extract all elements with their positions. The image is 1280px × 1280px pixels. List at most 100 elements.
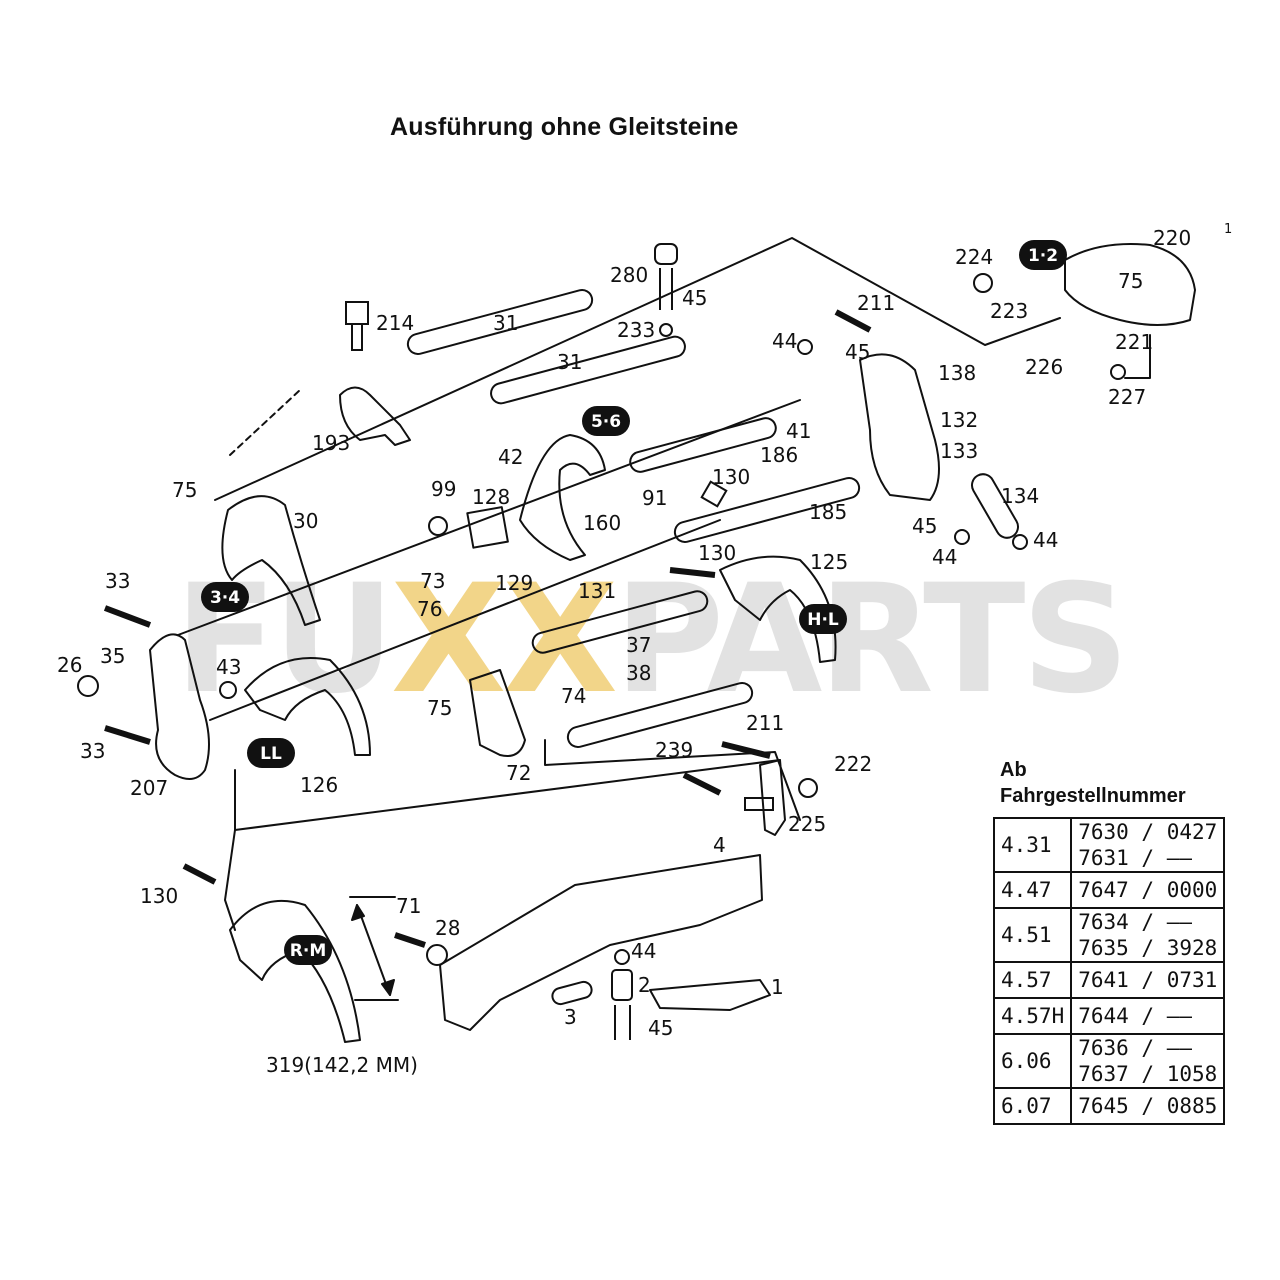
- ball-44-d: [614, 949, 630, 965]
- part-label: 75: [1118, 269, 1143, 293]
- corner-mark: 1: [1224, 222, 1233, 237]
- badge-shape: [1019, 240, 1067, 270]
- badge-label: 1·2: [1028, 246, 1058, 266]
- dimension-line: [349, 896, 399, 1001]
- part-label: 280: [610, 263, 648, 287]
- selector-badge: 3·4: [201, 582, 249, 612]
- part-label: 73: [420, 569, 445, 593]
- part-label: 221: [1115, 330, 1153, 354]
- part-label: 224: [955, 245, 993, 269]
- part-label: 233: [617, 318, 655, 342]
- chassis-numbers: 7641 / 0731: [1070, 961, 1226, 999]
- part-label: 130: [698, 541, 736, 565]
- chassis-header: Ab Fahrgestellnummer: [1000, 757, 1186, 809]
- rod-31-lower: [490, 335, 686, 405]
- pin-134: [971, 473, 1019, 539]
- part-label: 211: [746, 711, 784, 735]
- guide-dash-1: [229, 389, 301, 456]
- part-label: 226: [1025, 355, 1063, 379]
- part-label: 71: [396, 894, 421, 918]
- spring-45-bottom: [614, 1005, 631, 1040]
- guide-line-mid-b: [209, 519, 721, 721]
- part-label: 75: [172, 478, 197, 502]
- badge-label: 5·6: [591, 412, 621, 432]
- spring-45-top: [659, 268, 673, 310]
- rod-185: [673, 477, 861, 543]
- part-label: 207: [130, 776, 168, 800]
- part-label: 186: [760, 443, 798, 467]
- plunger-2: [611, 969, 633, 1001]
- chassis-header-ab: Ab: [1000, 759, 1027, 781]
- part-label: 74: [561, 684, 586, 708]
- assembly-220: [1064, 243, 1196, 326]
- part-label: 31: [557, 350, 582, 374]
- part-label: 41: [786, 419, 811, 443]
- small-hardware: [77, 243, 1126, 1040]
- part-label: 227: [1108, 385, 1146, 409]
- ball-44-c: [954, 529, 970, 545]
- selector-badge: R·M: [284, 935, 332, 965]
- part-label: 160: [583, 511, 621, 535]
- part-label: 1: [771, 975, 784, 999]
- part-label: 42: [498, 445, 523, 469]
- selector-badge: 1·2: [1019, 240, 1067, 270]
- bracket-207: [149, 633, 210, 780]
- fork-125: [719, 555, 837, 663]
- plate-1: [649, 979, 771, 1011]
- part-label: 131: [578, 579, 616, 603]
- chassis-model: 4.47: [992, 871, 1073, 909]
- nut-99: [428, 516, 448, 536]
- part-label: 134: [1001, 484, 1039, 508]
- chassis-model: 6.07: [992, 1087, 1073, 1125]
- block-128: [466, 506, 509, 549]
- fork-rm: [229, 899, 361, 1043]
- guide-line-bracket: [544, 739, 801, 821]
- part-label: 44: [932, 545, 957, 569]
- part-label: 239: [655, 738, 693, 762]
- bracket-225: [759, 759, 786, 836]
- guide-line-mid-a: [177, 399, 801, 636]
- part-label: 185: [809, 500, 847, 524]
- part-label: 38: [626, 661, 651, 685]
- screw-shanks: [103, 309, 872, 948]
- part-label: 99: [431, 477, 456, 501]
- badge-shape: [201, 582, 249, 612]
- part-label: 44: [1033, 528, 1058, 552]
- part-label: 3: [564, 1005, 577, 1029]
- chassis-model: 4.57H: [992, 997, 1073, 1035]
- chassis-header-fahrgestell: Fahrgestellnummer: [1000, 785, 1186, 807]
- badge-shape: [582, 406, 630, 436]
- part-label: 75: [427, 696, 452, 720]
- chassis-number: 7645 / 0885: [1078, 1094, 1218, 1118]
- washer-227: [1110, 364, 1126, 380]
- chassis-number: 7630 / 0427: [1078, 820, 1218, 844]
- part-label: 125: [810, 550, 848, 574]
- nut-130-top: [700, 480, 728, 508]
- guide-line-top: [214, 237, 1061, 501]
- part-label: 319(142,2 MM): [266, 1053, 418, 1077]
- part-label: 130: [712, 465, 750, 489]
- chassis-numbers: 7636 / ——7637 / 1058: [1070, 1033, 1226, 1089]
- part-label: 4: [713, 833, 726, 857]
- part-label: 26: [57, 653, 82, 677]
- chassis-number: 7631 / ——: [1078, 846, 1193, 870]
- part-label: 28: [435, 916, 460, 940]
- chassis-model: 6.06: [992, 1033, 1073, 1089]
- chassis-numbers: 7647 / 0000: [1070, 871, 1226, 909]
- selector-badge: LL: [247, 738, 295, 768]
- chassis-model: 4.51: [992, 907, 1073, 963]
- part-label: 222: [834, 752, 872, 776]
- part-label: 133: [940, 439, 978, 463]
- lever-72: [469, 669, 526, 757]
- selector-badge: H·L: [799, 604, 847, 634]
